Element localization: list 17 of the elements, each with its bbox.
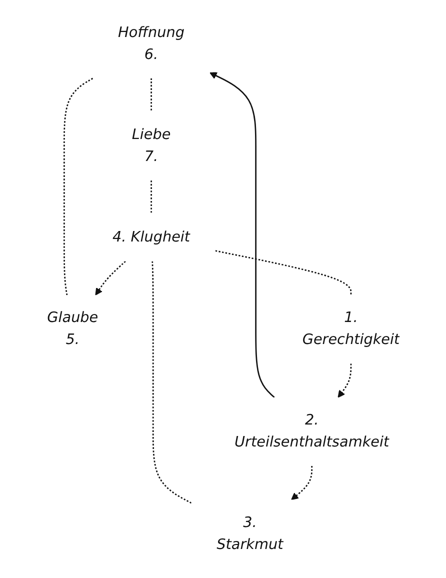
node-text: Glaube 5. bbox=[46, 309, 98, 348]
node-text: 4. Klugheit bbox=[112, 228, 190, 246]
node-text: 2. Urteilsenthaltsamkeit bbox=[234, 412, 389, 450]
arrow bbox=[209, 72, 274, 398]
node-text: 1. Gerechtigkeit bbox=[302, 309, 400, 348]
node-text: 3. Starkmut bbox=[216, 514, 283, 553]
node-text: Liebe 7. bbox=[131, 126, 170, 165]
connector bbox=[214, 250, 352, 296]
arrow bbox=[94, 260, 126, 296]
connector bbox=[63, 78, 93, 296]
node-text: Hoffnung 6. bbox=[118, 24, 184, 63]
connector bbox=[151, 261, 192, 504]
diagram: Hoffnung 6. Glaube 5. Liebe 7. 4. Klugheit 1. Gerechtigkeit 3. Starkmut 2. Urteilsenthaltsamkeit bbox=[14, 3, 432, 575]
arrow bbox=[337, 364, 352, 398]
arrow bbox=[290, 466, 312, 500]
connector bbox=[150, 180, 152, 214]
connector bbox=[150, 78, 152, 112]
